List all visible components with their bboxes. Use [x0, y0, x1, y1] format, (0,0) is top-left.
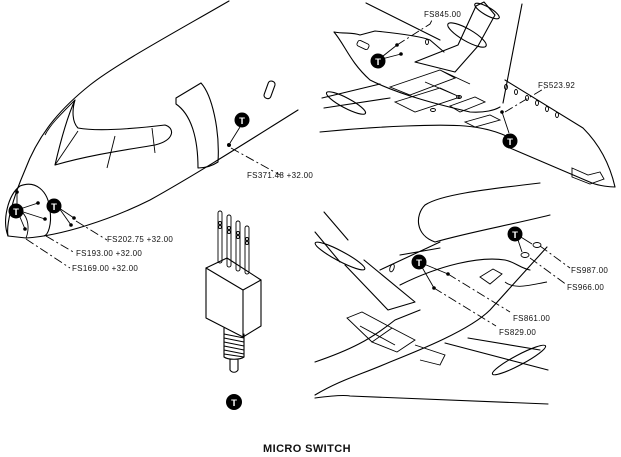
station-label: FS193.00 +32.00	[76, 249, 142, 258]
windshield-frame-3	[151, 127, 156, 154]
upper-right-view: T T FS845.00 FS523.92	[319, 1, 616, 188]
engine-lower	[325, 91, 367, 115]
switch-marker-fs861-fs829: T	[411, 254, 511, 327]
switch-body	[205, 257, 262, 338]
radome-outline	[5, 183, 52, 237]
belly-panels-2	[448, 96, 502, 128]
tail-leading-edge	[502, 3, 523, 104]
right-wing	[444, 337, 549, 371]
svg-text:T: T	[512, 230, 518, 241]
lower-wing	[321, 83, 391, 109]
fuselage-top-line	[365, 2, 441, 41]
vent-hole	[520, 252, 530, 258]
svg-text:T: T	[375, 57, 381, 68]
horizontal-stabilizer	[314, 211, 416, 311]
ground-line	[314, 395, 549, 405]
fuselage-curve	[399, 258, 531, 286]
figure-title: MICRO SWITCH	[263, 443, 351, 455]
panel-hole	[430, 108, 436, 112]
station-label: FS987.00	[571, 266, 608, 275]
cockpit-window	[356, 39, 370, 51]
windshield-frame-2	[106, 135, 116, 169]
t-marker-icon	[234, 112, 250, 128]
vent-hole	[532, 242, 542, 248]
panel-hole	[456, 95, 462, 99]
switch-body-edge	[205, 267, 262, 291]
switch-marker-fs371: T	[227, 112, 281, 176]
station-label: FS523.92	[538, 81, 575, 90]
window	[263, 80, 276, 100]
station-label: FS829.00	[499, 328, 536, 337]
engine-upper	[447, 22, 487, 48]
tail-fin-outline	[417, 182, 551, 243]
station-label: FS169.00 +32.00	[72, 264, 138, 273]
switch-marker-fs193-fs169: T	[8, 190, 76, 269]
switch-pins	[217, 210, 250, 275]
fuselage-nose-underside	[333, 31, 501, 113]
svg-text:T: T	[239, 116, 245, 127]
station-label: FS845.00	[424, 10, 461, 19]
station-label: FS202.75 +32.00	[107, 235, 173, 244]
windshield-frame-1	[54, 130, 79, 166]
svg-text:T: T	[231, 398, 237, 409]
switch-marker-fs202: T	[46, 198, 108, 241]
t-marker-icon	[46, 198, 62, 214]
micro-switch-detail: T	[205, 210, 262, 410]
nose-gear-door	[571, 167, 605, 185]
station-label: FS371.48 +32.00	[247, 171, 313, 180]
upper-fuselage-line	[379, 241, 441, 271]
windshield	[54, 99, 173, 166]
fairing-curve	[504, 281, 548, 287]
fuselage-belly	[319, 124, 516, 141]
svg-text:T: T	[507, 137, 513, 148]
lower-right-view: T T FS987.00 FS966.00 FS861.00 FS829.00	[314, 182, 608, 405]
belly-curve	[314, 309, 421, 363]
engine-upper-2	[474, 2, 500, 20]
access-panel	[479, 268, 503, 285]
belly-panels	[388, 69, 471, 113]
switch-threaded-stem	[223, 327, 245, 373]
engine-right	[491, 344, 547, 376]
windshield-top-sweep	[44, 99, 76, 136]
switch-marker-fs987-fs966: T	[507, 226, 571, 286]
t-marker-icon	[411, 254, 427, 270]
switch-marker-fs845: T	[370, 19, 433, 69]
fuselage-lower-outline	[7, 109, 299, 239]
belly-panels	[346, 311, 446, 366]
svg-text:T: T	[13, 207, 19, 218]
station-label: FS966.00	[567, 283, 604, 292]
right-fuselage-top	[504, 79, 616, 188]
vent-hole	[389, 263, 395, 273]
fuselage-upper-outline	[333, 30, 445, 53]
cabin-windows	[425, 39, 559, 118]
t-marker-icon	[370, 53, 386, 69]
fuselage-right-curve	[314, 246, 548, 396]
t-marker-legend-icon	[226, 394, 242, 410]
station-label: FS861.00	[513, 314, 550, 323]
nose-view: T T T FS371.48 +32.00 FS202.	[5, 0, 313, 273]
engine-left	[314, 241, 366, 271]
t-marker-icon	[502, 133, 518, 149]
switch-marker-fs523: T	[500, 87, 546, 149]
radome-inner	[21, 211, 29, 239]
svg-text:T: T	[416, 258, 422, 269]
t-marker-icon	[507, 226, 523, 242]
svg-text:T: T	[51, 202, 57, 213]
t-marker-icon	[8, 203, 24, 219]
door-outline	[175, 82, 219, 169]
fuselage-upper-outline	[7, 0, 230, 237]
